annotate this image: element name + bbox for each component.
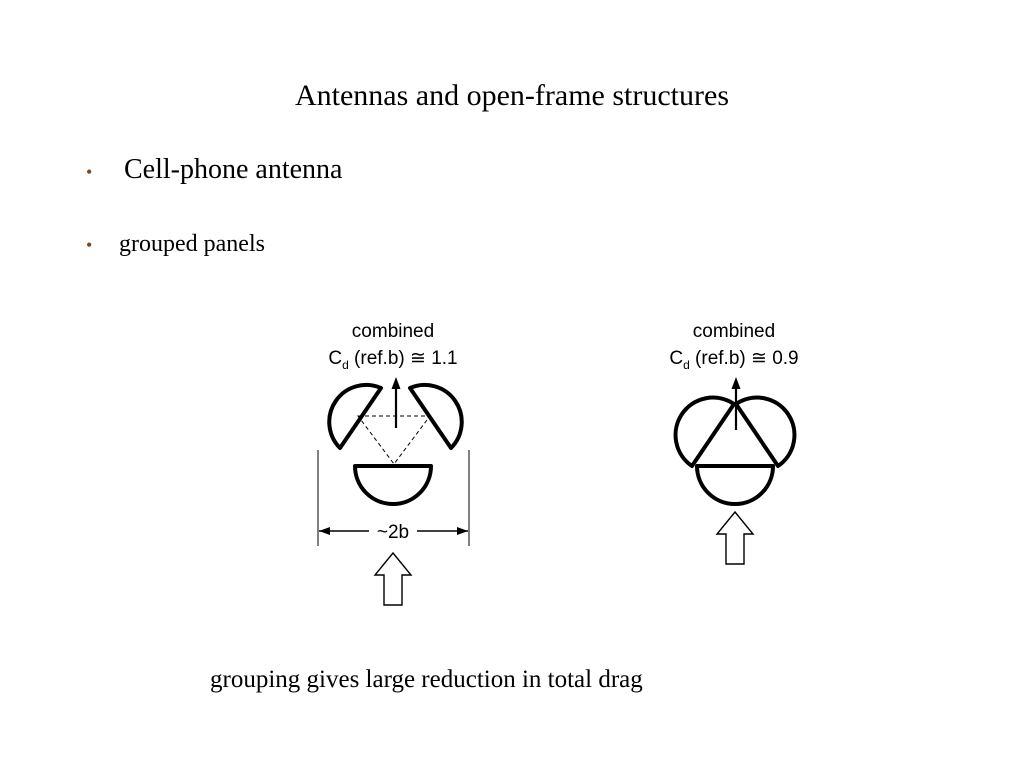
bullet-marker: • (86, 235, 93, 255)
bullet-text: grouped panels (119, 231, 265, 257)
bullet-grouped-panels: • grouped panels (86, 231, 265, 258)
left-panel-bottom (353, 464, 433, 506)
right-panel-bottom (695, 464, 775, 506)
bullet-marker: • (86, 162, 93, 182)
right-combined-label: combined (693, 321, 775, 342)
left-dimension-arrowhead-left (319, 527, 330, 535)
bullet-text: Cell-phone antenna (124, 154, 343, 185)
right-panel-upper-left (673, 395, 736, 468)
left-panel-upper-right (408, 382, 464, 450)
left-wind-direction-arrow (373, 551, 413, 606)
left-panel-upper-left (327, 382, 383, 450)
caption: grouping gives large reduction in total … (210, 666, 643, 693)
right-wind-direction-arrow (715, 510, 755, 565)
left-diagram: combined Cd (ref.b) ≅ 1.1 ~2b (317, 321, 470, 606)
right-wind-arrow-head (731, 377, 741, 389)
left-dashed-triangle (357, 415, 431, 465)
width-label: ~2b (377, 522, 409, 543)
right-diagram: combined Cd (ref.b) ≅ 0.9 (669, 321, 799, 565)
left-dimension-arrowhead-right (457, 527, 468, 535)
right-cd-label: Cd (ref.b) ≅ 0.9 (669, 348, 798, 372)
right-panel-upper-right (734, 395, 797, 468)
left-wind-arrow-head (391, 377, 401, 389)
left-combined-label: combined (352, 321, 434, 342)
bullet-cell-phone-antenna: • Cell-phone antenna (86, 154, 342, 186)
left-cd-label: Cd (ref.b) ≅ 1.1 (328, 348, 457, 372)
slide-title: Antennas and open-frame structures (294, 79, 729, 112)
